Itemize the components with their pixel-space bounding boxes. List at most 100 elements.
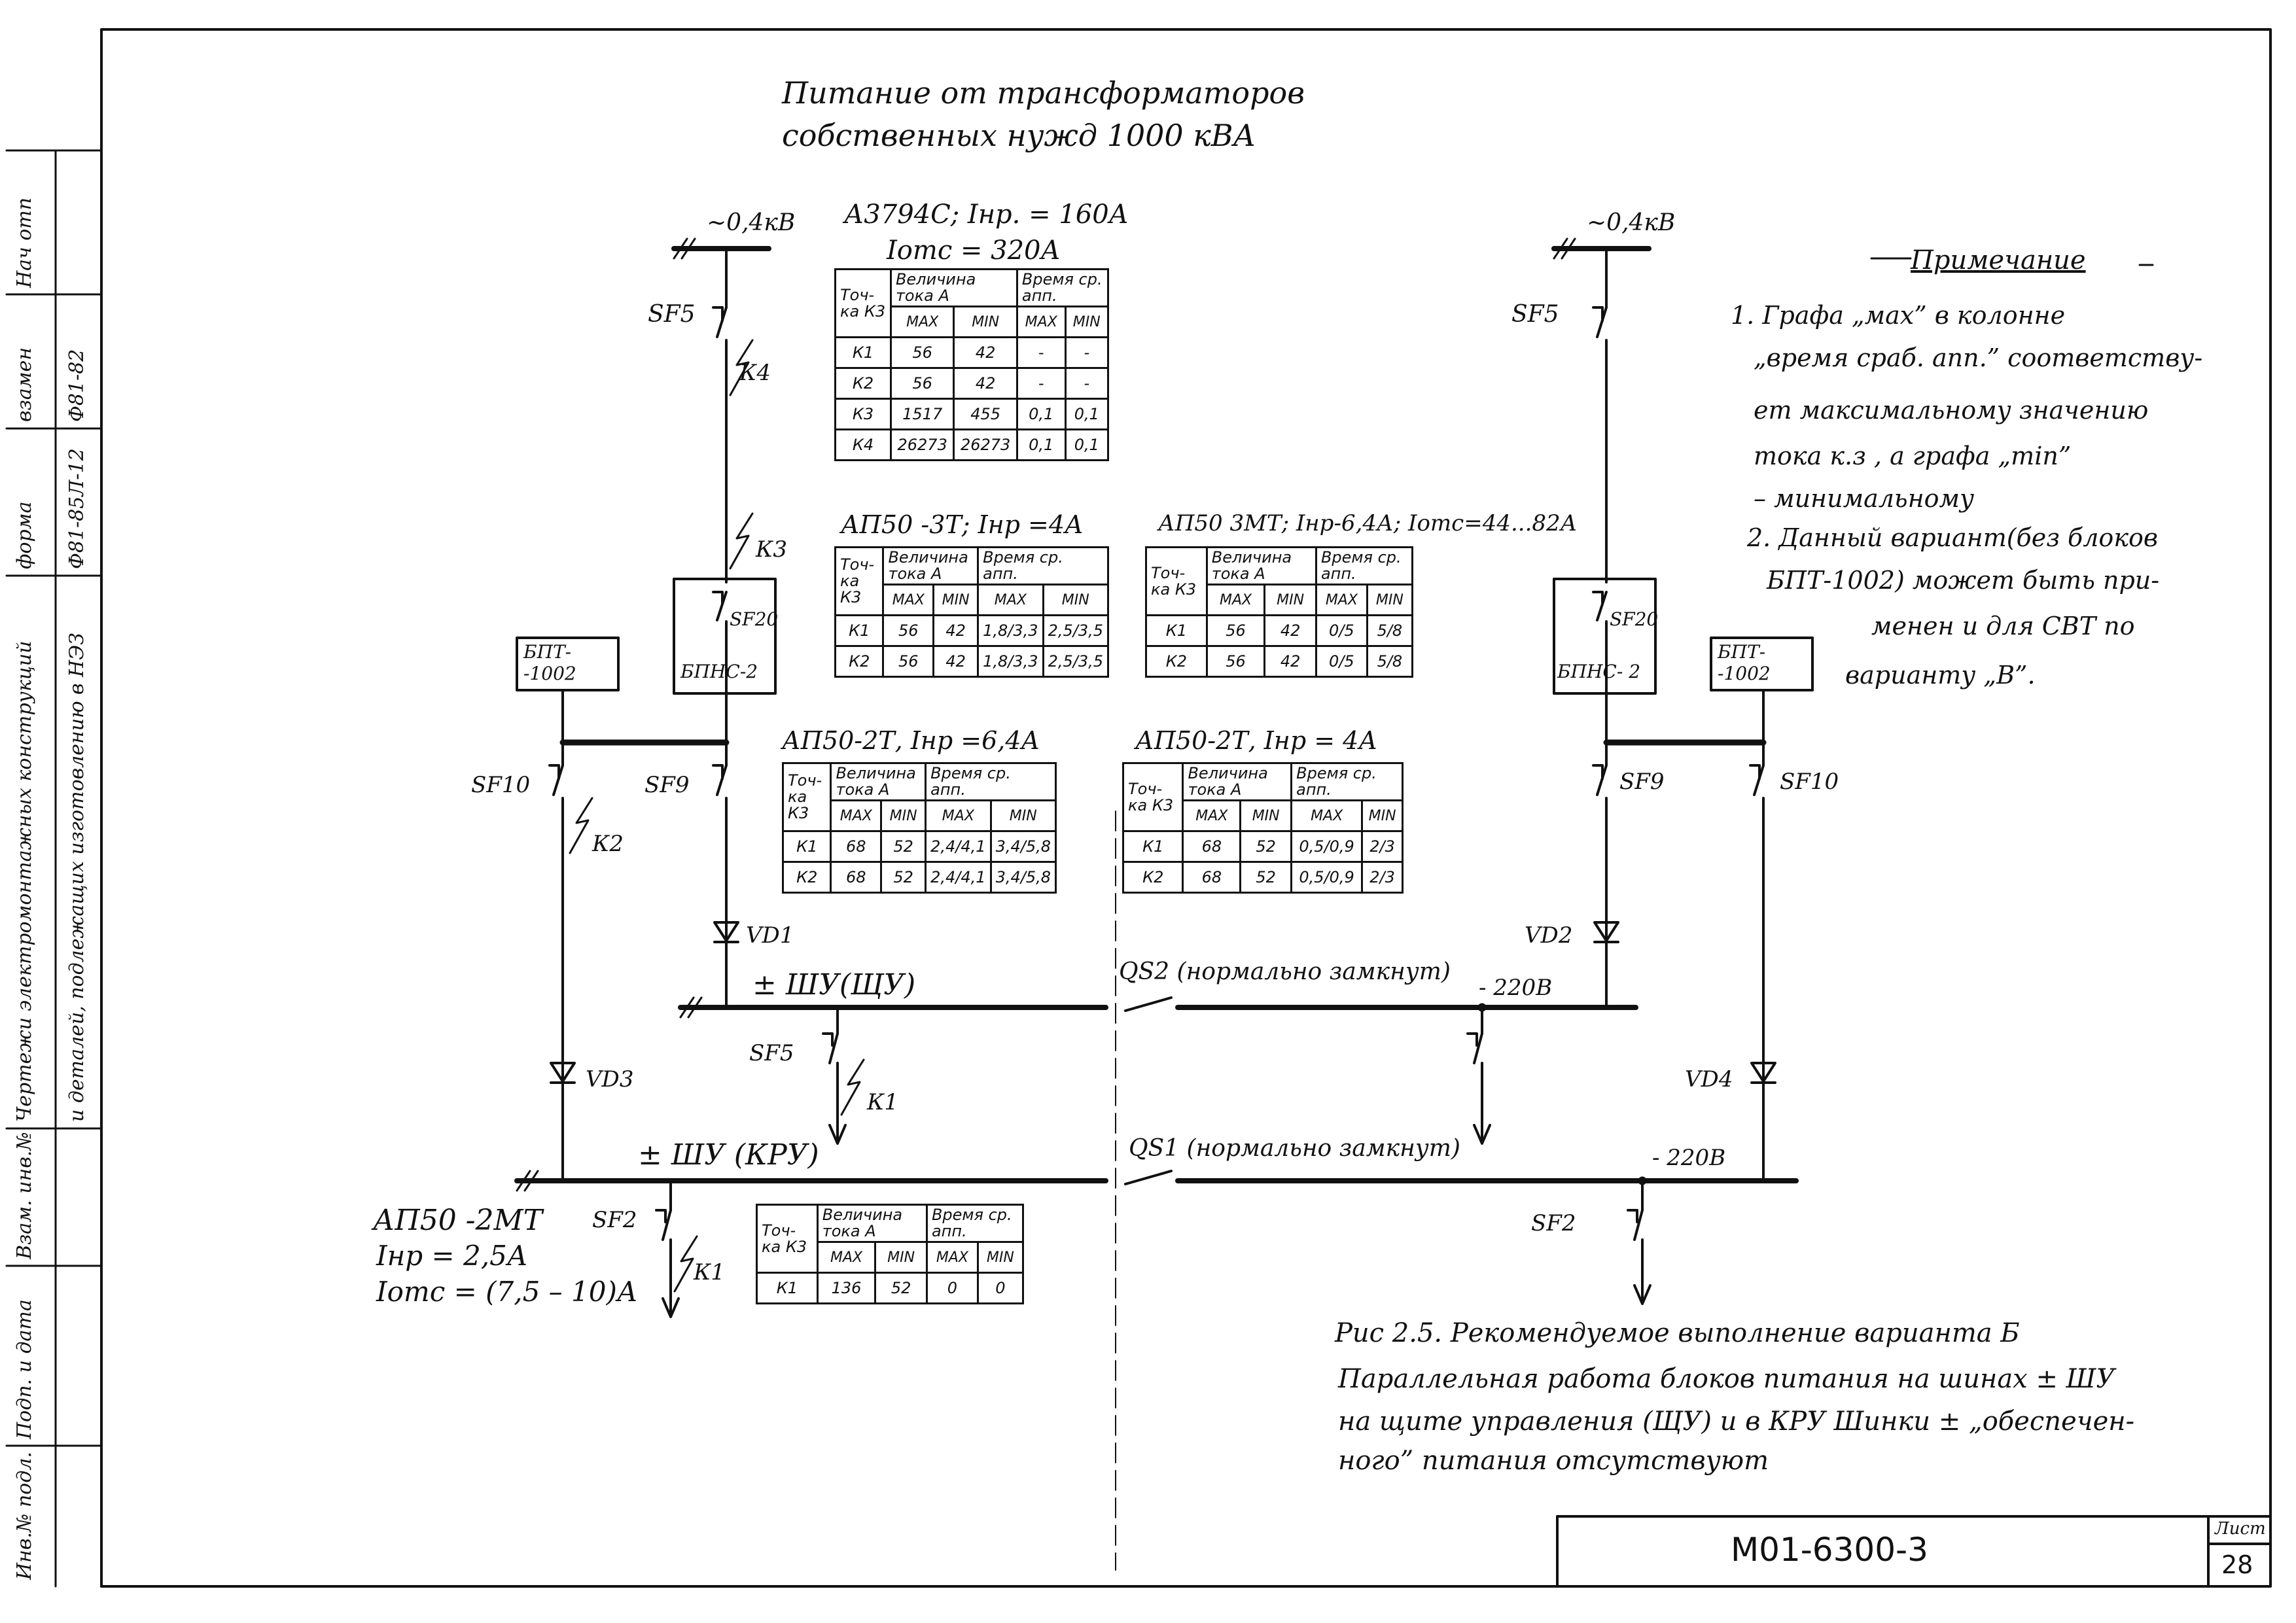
table-ap50-3mt: Точ- ка К3 Величина тока А Время ср. апп…	[1145, 546, 1414, 678]
th-current: Величина тока А	[816, 1203, 928, 1244]
th-point: Точ- ка К3	[834, 268, 892, 339]
th-min: МIN	[976, 1241, 1025, 1274]
note-line: БПТ-1002) может быть при-	[1767, 566, 2160, 595]
table-cell: 68	[830, 830, 883, 864]
th-max: МАХ	[1290, 799, 1364, 833]
doc-number: М01-6300-3	[1731, 1531, 1928, 1569]
breaker-sf5-right	[1592, 306, 1608, 338]
table-cell: 56	[889, 336, 955, 370]
table-cell: К2	[834, 367, 892, 400]
stamp-inv-label: Взам. инв.№	[13, 1132, 36, 1259]
table-cell: 26273	[953, 428, 1018, 462]
caption-ap50-2t-left: АП50-2Т, Iнр =6,4А	[782, 726, 1040, 755]
table-cell: 56	[882, 614, 935, 648]
th-max: МАХ	[977, 584, 1044, 617]
th-max: МАХ	[889, 305, 955, 339]
table-cell: 0,1	[1064, 398, 1110, 431]
label-bus-shu-kru: ± ШУ (КРУ)	[638, 1138, 819, 1172]
caption-ap50-2t-right: АП50-2Т, Iнр = 4А	[1135, 726, 1378, 755]
table-cell: 42	[953, 336, 1018, 370]
block-bpns-right	[1553, 578, 1657, 695]
th-min: МIN	[1366, 584, 1414, 617]
title-block-lines	[1556, 1515, 2272, 1588]
breaker-bottom-line2: Iнр = 2,5А	[376, 1240, 528, 1272]
table-top: Точ- ка К3 Величина тока А Время ср. апп…	[834, 268, 1110, 462]
label-sf10-left: SF10	[471, 772, 531, 798]
table-cell: -	[1064, 367, 1110, 400]
label-bpt-left: БПТ- -1002	[523, 641, 576, 684]
label-k1-mid: К1	[867, 1089, 898, 1115]
table-ap50-2t-right: Точ- ка К3 Величина тока А Время ср. апп…	[1122, 761, 1404, 894]
label-sf5-mid: SF5	[749, 1040, 794, 1066]
th-min: МIN	[880, 799, 927, 833]
th-point: Точ- ка К3	[834, 546, 885, 617]
source-voltage-left: ~0,4кВ	[707, 209, 796, 236]
table-cell: 52	[880, 861, 927, 894]
caption-ap50-3mt: АП50 3МТ; Iнр-6,4А; Iотс=44...82А	[1158, 510, 1578, 536]
label-k2: К2	[592, 831, 624, 857]
figure-caption-line: на щите управления (ЩУ) и в КРУ Шинки ± …	[1338, 1406, 2135, 1437]
figure-caption-line: ного” питания отсутствуют	[1338, 1446, 1769, 1476]
breaker-sf5-left	[712, 306, 728, 338]
table-cell: 42	[932, 645, 980, 678]
label-bus-shu-shchu: ± ШУ(ЩУ)	[752, 968, 916, 1002]
th-min: МIN	[1263, 584, 1317, 617]
table-cell: 0,1	[1064, 428, 1110, 462]
th-max: МАХ	[1315, 584, 1368, 617]
table-cell: 136	[816, 1272, 877, 1305]
label-bpns-right: БПНС- 2	[1557, 661, 1641, 682]
note-heading: Примечание	[1911, 245, 2086, 275]
table-cell: 5/8	[1366, 645, 1414, 678]
th-current: Величина тока А	[1182, 761, 1293, 802]
label-vd3: VD3	[586, 1066, 634, 1092]
th-max: МАХ	[925, 799, 992, 833]
note-line: ет максимальному значению	[1754, 396, 2149, 425]
th-point: Точ- ка К3	[1122, 761, 1184, 833]
drawing-frame	[100, 28, 2272, 1588]
table-cell: 52	[880, 830, 927, 864]
label-qs1: QS1 (нормально замкнут)	[1129, 1135, 1460, 1162]
th-time: Время ср. апп.	[1315, 546, 1414, 586]
label-bpns-left: БПНС-2	[680, 661, 758, 682]
th-current: Величина тока А	[830, 761, 927, 802]
fault-k1-left	[673, 1235, 698, 1293]
table-cell: К1	[1145, 614, 1208, 648]
th-min: МIN	[989, 799, 1057, 833]
note-line: 2. Данный вариант(без блоков	[1747, 523, 2159, 552]
switch-qs1	[1124, 1170, 1173, 1185]
table-cell: -	[1016, 336, 1067, 370]
table-cell: 52	[1239, 830, 1293, 864]
diode-vd2	[1593, 921, 1619, 943]
label-qs2: QS2 (нормально замкнут)	[1119, 958, 1451, 985]
th-min: МIN	[1042, 584, 1110, 617]
table-cell: К2	[1122, 861, 1184, 894]
th-current: Величина тока А	[882, 546, 980, 586]
table-ap50-2t-left: Точ- ка К3 Величина тока А Время ср. апп…	[781, 761, 1057, 894]
fault-k4	[729, 339, 754, 396]
table-cell: К2	[1145, 645, 1208, 678]
table-cell: 2,4/4,1	[925, 861, 992, 894]
label-sf2-left: SF2	[592, 1207, 637, 1233]
note-line: 1. Графа „мах” в колонне	[1731, 301, 2066, 330]
table-cell: 42	[1263, 614, 1317, 648]
th-time: Время ср. апп.	[977, 546, 1109, 586]
label-v220-bottom: - 220В	[1652, 1145, 1726, 1171]
fault-k3	[729, 512, 754, 570]
table-cell: 1517	[889, 398, 955, 431]
label-sf10-right: SF10	[1780, 769, 1839, 795]
table-cell: 0/5	[1315, 645, 1368, 678]
stamp-replaced-value: Ф81-82	[65, 349, 88, 422]
table-cell: 68	[1182, 861, 1242, 894]
table-cell: К3	[834, 398, 892, 431]
table-cell: К1	[756, 1272, 819, 1305]
stamp-chief: Нач отп	[13, 197, 36, 288]
table-cell: 56	[889, 367, 955, 400]
table-cell: К1	[834, 614, 885, 648]
table-cell: 3,4/5,8	[989, 861, 1057, 894]
